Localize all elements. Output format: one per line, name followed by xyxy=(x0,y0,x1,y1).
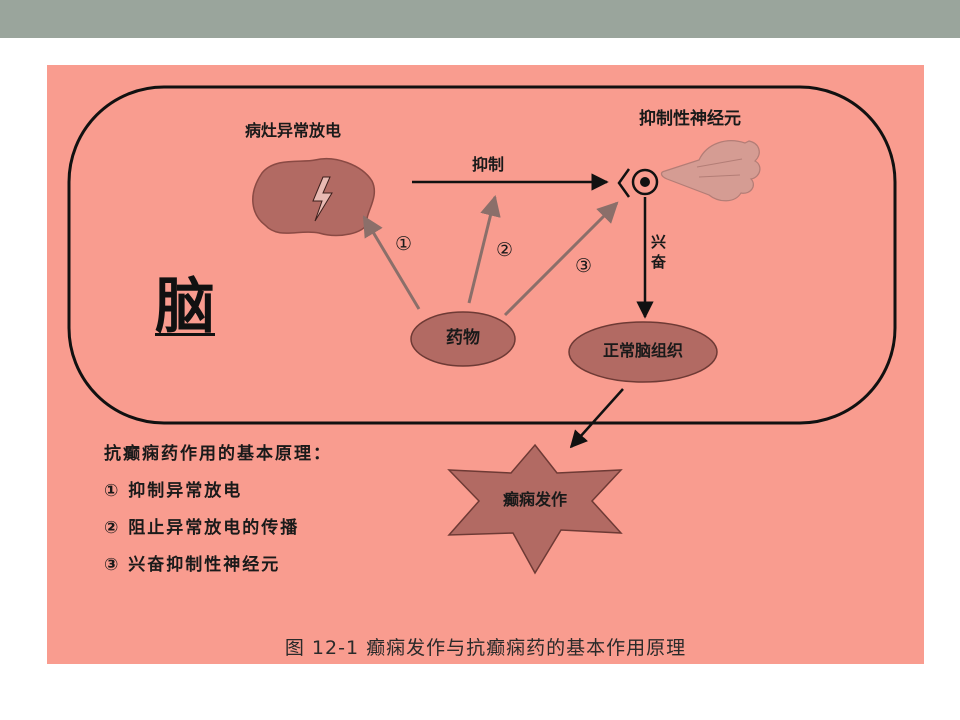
principles-title: 抗癫痫药作用的基本原理： xyxy=(104,444,332,464)
inhibit-label: 抑制 xyxy=(472,155,505,174)
drug-oval xyxy=(410,311,516,367)
number-1: ① xyxy=(395,233,413,255)
number-3: ③ xyxy=(575,255,593,277)
excite-label-1: 兴 xyxy=(651,233,667,251)
arrow-1 xyxy=(362,215,421,310)
principle-item-2: ② 阻止异常放电的传播 xyxy=(104,518,300,538)
arrow-2 xyxy=(467,194,501,304)
diagram-graphics xyxy=(67,85,897,575)
pointing-hand-icon xyxy=(660,140,761,202)
lightning-icon xyxy=(312,176,333,222)
lesion-focus-shape xyxy=(252,158,376,237)
seizure-label: 癫痫发作 xyxy=(502,490,567,509)
inhibitory-neuron-label: 抑制性神经元 xyxy=(639,109,741,129)
number-2: ② xyxy=(496,239,514,261)
arrow-3 xyxy=(503,201,619,317)
principles-list: 抗癫痫药作用的基本原理： ① 抑制异常放电 ② 阻止异常放电的传播 ③ 兴奋抑制… xyxy=(104,439,332,587)
normal-tissue-oval xyxy=(568,321,718,383)
excite-label-2: 奋 xyxy=(651,253,667,271)
seizure-arrow xyxy=(569,388,624,449)
normal-tissue-label: 正常脑组织 xyxy=(602,341,683,360)
drug-label: 药物 xyxy=(446,328,480,348)
focus-label: 病灶异常放电 xyxy=(245,121,342,140)
brain-label: 脑 xyxy=(155,272,215,342)
star-burst xyxy=(447,443,623,575)
synapse-icon xyxy=(617,168,659,198)
brain-boundary xyxy=(67,85,897,425)
figure-panel: 病灶异常放电 抑制 抑制性神经元 兴 奋 ① ② ③ 脑 药物 正常脑组织 癫痫… xyxy=(47,65,924,664)
principle-item-3: ③ 兴奋抑制性神经元 xyxy=(104,555,281,575)
figure-caption: 图 12-1 癫痫发作与抗癫痫药的基本作用原理 xyxy=(284,637,687,659)
principle-item-1: ① 抑制异常放电 xyxy=(104,481,243,501)
slide-top-bar xyxy=(0,0,960,38)
